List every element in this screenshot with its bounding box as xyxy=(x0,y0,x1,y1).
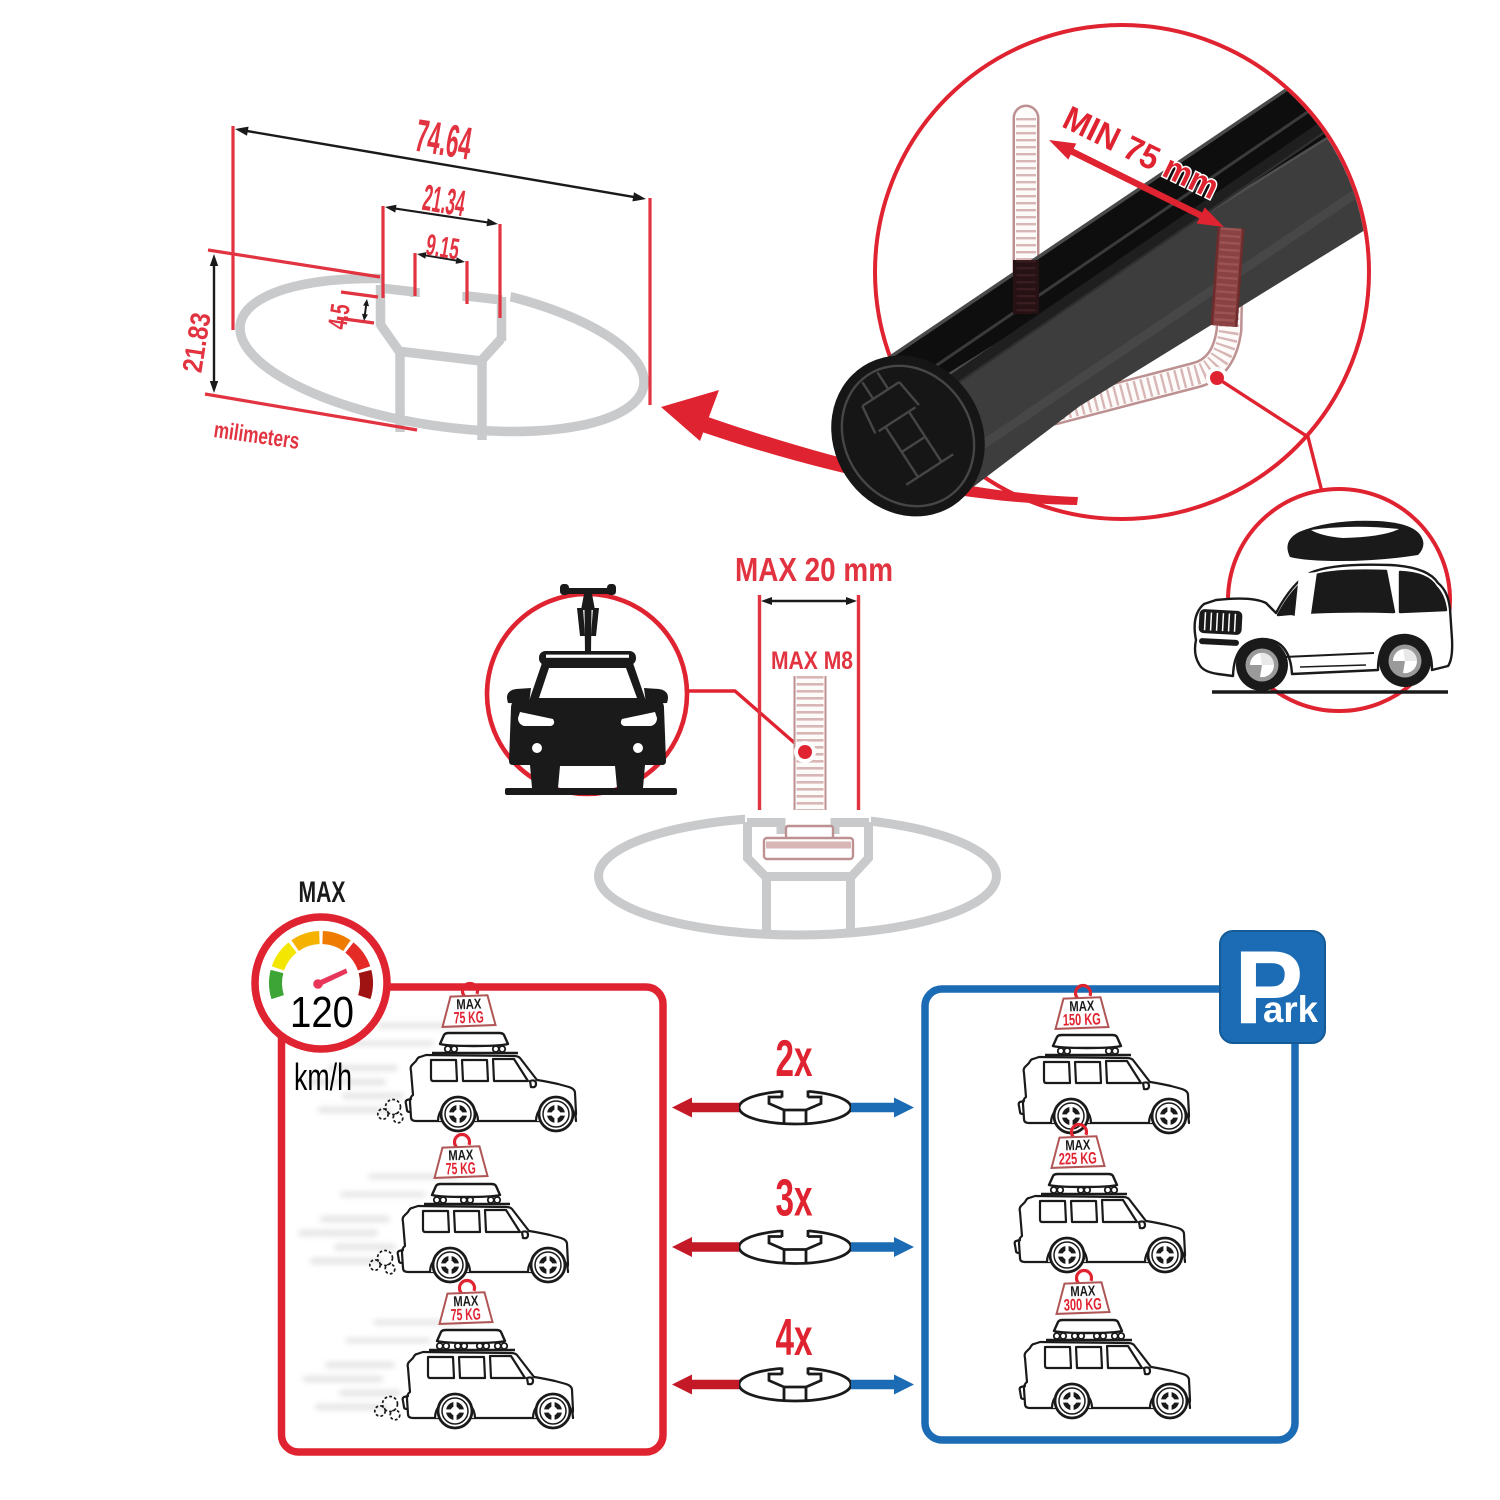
svg-text:2x: 2x xyxy=(776,1030,813,1088)
svg-text:4x: 4x xyxy=(776,1309,813,1367)
svg-text:300 KG: 300 KG xyxy=(1064,1295,1103,1314)
svg-text:150 KG: 150 KG xyxy=(1063,1010,1102,1029)
svg-text:ark: ark xyxy=(1263,989,1318,1030)
svg-text:75 KG: 75 KG xyxy=(451,1305,482,1324)
svg-text:3x: 3x xyxy=(776,1170,813,1228)
svg-text:75 KG: 75 KG xyxy=(446,1159,477,1178)
svg-text:P: P xyxy=(1234,930,1303,1046)
svg-text:MAX: MAX xyxy=(1069,999,1095,1016)
svg-text:9.15: 9.15 xyxy=(424,229,462,267)
svg-text:4.5: 4.5 xyxy=(322,302,356,331)
svg-text:225 KG: 225 KG xyxy=(1059,1149,1098,1168)
svg-text:21.34: 21.34 xyxy=(420,177,468,224)
svg-text:MAX 20 mm: MAX 20 mm xyxy=(735,551,893,588)
svg-text:MAX: MAX xyxy=(1065,1138,1091,1155)
svg-text:74.64: 74.64 xyxy=(412,109,476,170)
svg-text:MAX M8: MAX M8 xyxy=(771,647,853,675)
svg-text:MAX: MAX xyxy=(448,1148,474,1165)
svg-text:MAX: MAX xyxy=(453,1294,479,1311)
svg-text:MAX: MAX xyxy=(299,876,346,909)
svg-text:120: 120 xyxy=(290,988,354,1037)
svg-text:MAX: MAX xyxy=(1070,1284,1096,1301)
svg-text:75 KG: 75 KG xyxy=(454,1008,485,1027)
svg-text:MAX: MAX xyxy=(456,997,482,1014)
svg-text:km/h: km/h xyxy=(294,1057,352,1099)
